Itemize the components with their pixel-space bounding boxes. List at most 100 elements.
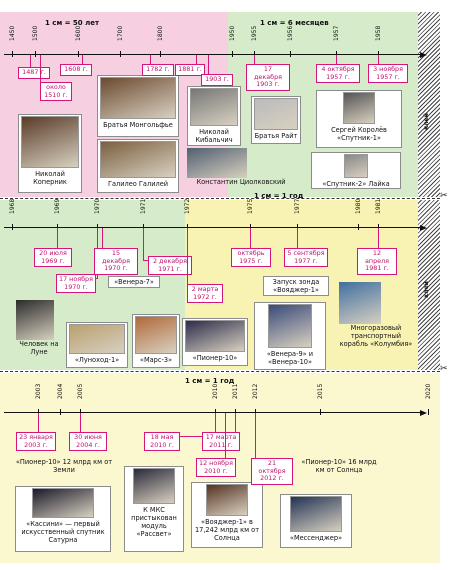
event-caption: Братья Райт [254,132,298,140]
event-date: 30 июня 2004 г. [69,432,107,451]
event-photo [290,496,342,532]
year-tick [12,224,13,230]
leader-line [336,55,337,69]
leader-line [215,413,216,437]
year-label: 2005 [77,383,84,399]
scale-label: 1 см = 1 год [254,192,304,200]
event-photo [69,324,125,354]
event-caption: «Пионер-10» [192,354,238,362]
year-tick [78,51,79,57]
event-card: Многоразовый транспортный корабль «Колум… [339,282,413,370]
year-label: 2015 [317,383,324,399]
event-caption: «Луноход-1» [74,356,120,364]
leader-line [82,55,83,69]
leader-line [40,55,41,87]
cut-line-2 [0,371,440,372]
axis-arrow-icon [420,225,427,231]
year-label: 1971 [140,198,147,214]
year-label: 1500 [32,25,39,41]
year-tick [235,409,236,415]
leader-line [30,55,31,72]
scale-label: 1 см = 6 месяцев [260,19,329,27]
event-photo [133,468,175,504]
year-tick [120,51,121,57]
event-card: Братья Монгольфье [97,75,179,137]
event-card: Братья Райт [251,96,301,144]
year-tick [57,224,58,230]
event-card: Запуск зонда «Вояджер-1» [263,276,329,296]
event-date: 4 октября 1957 г. [316,64,360,83]
event-date: 17 декабря 1903 г. [246,64,290,91]
event-caption: «Пионер-10» 12 млрд км от Земли [15,458,113,474]
event-photo [32,488,94,518]
year-label: 1950 [229,25,236,41]
event-date: 20 июля 1969 г. [34,248,72,267]
event-photo [185,320,245,352]
year-tick [250,224,251,230]
event-card: «Вояджер-1» в 17,242 млрд км от Солнца [191,482,263,548]
event-photo [100,141,176,178]
event-date: 5 сентября 1977 г. [284,248,328,267]
leader-line [196,55,197,69]
leader-line [208,55,209,79]
event-date: 12 ноября 2010 г. [196,458,236,477]
event-caption: Человек на Луне [19,340,59,356]
event-photo [16,300,54,340]
leader-line [150,55,151,69]
timeline-axis [4,54,420,55]
event-card: «Венера-9» и «Венера-10» [254,302,326,370]
event-date: 18 мая 2010 г. [144,432,180,451]
year-label: 1600 [75,25,82,41]
leader-line [225,413,226,463]
leader-line [250,228,251,253]
event-date: 1903 г. [201,74,233,86]
event-caption: Многоразовый транспортный корабль «Колум… [339,324,413,348]
year-tick [255,409,256,415]
year-label: 1450 [9,25,16,41]
event-date: 1487 г. [18,67,50,79]
year-tick [254,51,255,57]
year-tick [38,409,39,415]
year-label: 1955 [251,25,258,41]
leader-line [297,228,298,253]
event-photo [344,154,368,178]
leader-line [235,413,236,437]
event-card: «Пионер-10» 12 млрд км от Земли [12,458,116,480]
event-date: 23 января 2003 г. [16,432,56,451]
timeline-axis [4,227,420,228]
event-caption: «Спутник-2» Лайка [322,180,390,188]
event-photo [254,98,298,130]
leader-line [255,413,256,463]
event-photo [187,148,247,178]
side-label-2: клей [422,281,430,298]
event-caption: «Пионер-10» 16 млрд км от Солнца [301,458,377,474]
year-label: 2020 [425,383,432,399]
event-date: 12 апреля 1981 г. [357,248,397,275]
event-photo [21,116,79,168]
year-label: 1977 [294,198,301,214]
event-card: Сергей Королёв «Спутник-1» [316,90,402,148]
year-label: 2011 [232,383,239,399]
event-date: 17 ноября 1970 г. [56,274,96,293]
event-photo [190,88,238,126]
scale-label: 1 см = 50 лет [45,19,100,27]
cut-line-1 [0,198,440,199]
year-label: 1980 [355,198,362,214]
leader-line [254,55,255,69]
event-caption: «Венера-9» и «Венера-10» [266,350,314,366]
year-label: 1970 [94,198,101,214]
year-label: 1975 [247,198,254,214]
event-caption: Константин Циолковский [196,178,286,186]
event-caption: Николай Коперник [33,170,67,186]
event-caption: Николай Кибальчич [195,128,233,144]
event-caption: «Кассини» — первый искусственный спутник… [21,520,105,544]
year-label: 1957 [333,25,340,41]
event-card: «Венера-7» [108,276,160,288]
event-caption: «Вояджер-1» в 17,242 млрд км от Солнца [194,518,260,542]
scale-label: 1 см = 1 год [185,377,235,385]
glue-hatch-2 [418,200,440,370]
event-photo [343,92,375,124]
event-date: 17 марта 2011 г. [202,432,240,451]
year-tick [80,409,81,415]
event-card: «Пионер-10» [182,318,248,366]
